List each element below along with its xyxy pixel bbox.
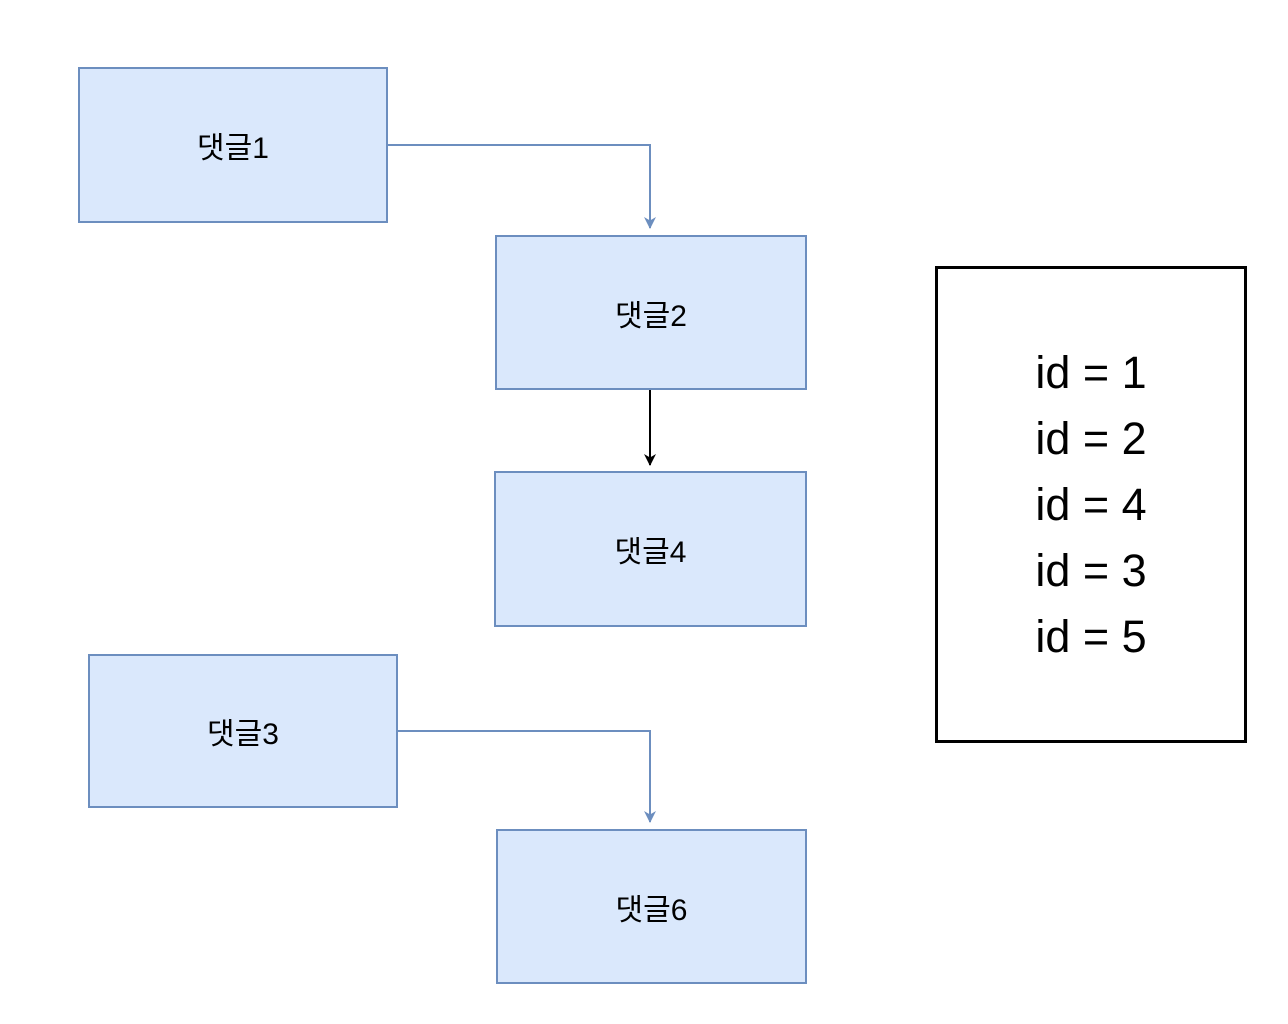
node-comment3: 댓글3 — [88, 654, 398, 808]
id-line-3: id = 4 — [1035, 478, 1147, 530]
node-comment4: 댓글4 — [494, 471, 807, 627]
id-list-panel: id = 1 id = 2 id = 4 id = 3 id = 5 — [935, 266, 1247, 743]
node-comment4-label: 댓글4 — [614, 536, 687, 569]
edge-comment3-to-comment6 — [398, 730, 656, 823]
id-line-1: id = 1 — [1035, 346, 1147, 398]
node-comment6: 댓글6 — [496, 829, 807, 984]
node-comment1: 댓글1 — [78, 67, 388, 223]
node-comment2-label: 댓글2 — [615, 299, 687, 333]
node-comment6-label: 댓글6 — [615, 893, 688, 927]
id-line-5: id = 5 — [1035, 610, 1147, 662]
id-line-4: id = 3 — [1035, 544, 1147, 596]
edge-comment1-to-comment2 — [388, 144, 656, 229]
node-comment1-label: 댓글1 — [197, 132, 269, 165]
node-comment3-label: 댓글3 — [207, 718, 279, 751]
id-line-2: id = 2 — [1035, 412, 1147, 464]
node-comment2: 댓글2 — [495, 235, 807, 390]
